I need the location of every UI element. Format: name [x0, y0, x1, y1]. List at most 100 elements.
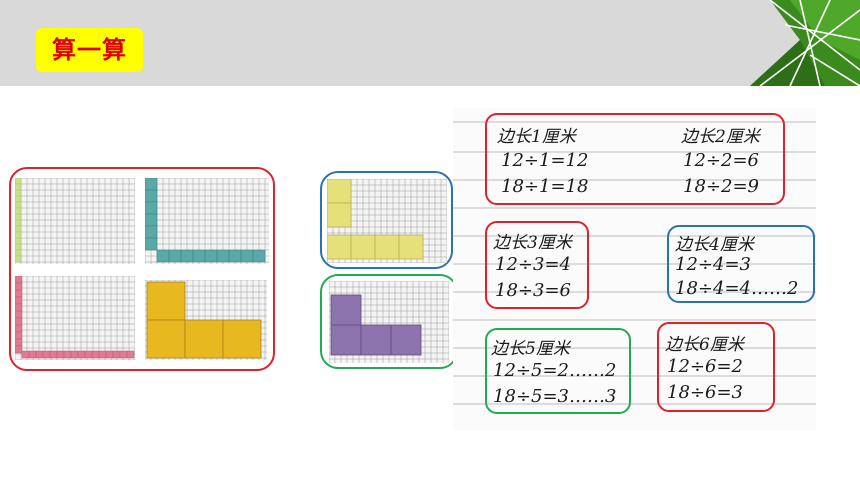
- green-unit-square: [15, 243, 22, 251]
- pink-square: [15, 345, 23, 354]
- pink-square: [126, 350, 135, 359]
- yellow-square: [350, 234, 376, 260]
- green-unit-square: [15, 237, 22, 245]
- pink-square: [91, 350, 100, 359]
- note-line-side-5-a: 12÷5=2……2: [493, 360, 617, 381]
- page-title: 算一算: [36, 28, 143, 72]
- pink-square: [15, 282, 23, 291]
- note-line-side-2-a: 12÷2=6: [683, 150, 759, 171]
- green-unit-square: [15, 189, 22, 197]
- note-line-side-3-b: 18÷3=6: [495, 280, 571, 301]
- pink-square: [49, 350, 58, 359]
- yellow-square: [327, 234, 352, 260]
- note-line-side-4-b: 18÷4=4……2: [675, 278, 799, 299]
- pink-square: [15, 324, 23, 333]
- grid-photo-gold-l-shape: [145, 280, 267, 360]
- teal-square: [145, 201, 158, 215]
- pink-square: [63, 350, 72, 359]
- note-line-side-6-b: 18÷6=3: [667, 382, 743, 403]
- note-line-side-2-b: 18÷2=9: [683, 176, 759, 197]
- grid-paper-graphic: [329, 281, 449, 363]
- pink-square: [15, 331, 23, 340]
- green-unit-square: [15, 183, 22, 191]
- header-bar: [0, 0, 860, 86]
- purple-square: [330, 294, 362, 326]
- teal-square: [145, 178, 158, 191]
- pink-square: [77, 350, 86, 359]
- notebook-lines: [453, 121, 816, 405]
- green-unit-square: [15, 178, 22, 185]
- green-unit-square: [15, 225, 22, 233]
- teal-square: [156, 249, 170, 263]
- gold-square: [184, 319, 224, 359]
- pink-square: [56, 350, 65, 359]
- note-box-side-5: [485, 328, 631, 414]
- note-line-side-4-a: 12÷4=3: [675, 254, 751, 275]
- grid-paper-graphic: [327, 179, 447, 263]
- teal-square: [204, 249, 218, 263]
- pink-square: [84, 350, 93, 359]
- green-unit-square: [15, 255, 22, 263]
- grid-photo-yellow-l-shape: [327, 179, 447, 263]
- note-heading-side-2: 边长2厘米: [681, 127, 760, 147]
- yellow-square: [327, 202, 352, 228]
- pink-square: [15, 338, 23, 347]
- teal-square: [228, 249, 242, 263]
- green-unit-square: [15, 195, 22, 203]
- note-line-side-1-b: 18÷1=18: [501, 176, 589, 197]
- pink-square: [15, 296, 23, 305]
- pink-square: [70, 350, 79, 359]
- yellow-square: [327, 179, 352, 204]
- note-line-side-1-a: 12÷1=12: [501, 150, 589, 171]
- grid-photo-pink-l-shape: [15, 276, 135, 360]
- yellow-square: [374, 234, 400, 260]
- note-line-side-6-a: 12÷6=2: [667, 356, 743, 377]
- note-box-side-1-and-2: [485, 113, 785, 205]
- note-heading-side-4: 边长4厘米: [675, 235, 754, 255]
- purple-square: [390, 324, 422, 356]
- purple-square: [330, 324, 362, 356]
- teal-square: [252, 249, 266, 263]
- pink-square: [105, 350, 114, 359]
- purple-square: [360, 324, 392, 356]
- note-heading-side-1: 边长1厘米: [497, 127, 576, 147]
- teal-square: [168, 249, 182, 263]
- decorative-corner-graphic: [730, 0, 860, 86]
- pink-square: [15, 276, 23, 284]
- pink-square: [42, 350, 51, 359]
- green-unit-square: [15, 219, 22, 227]
- grid-paper-graphic: [15, 276, 135, 360]
- note-heading-side-5: 边长5厘米: [491, 339, 570, 359]
- green-unit-square: [15, 213, 22, 221]
- pink-square: [15, 303, 23, 312]
- teal-square: [240, 249, 254, 263]
- pink-square: [35, 350, 44, 359]
- grid-photo-purple-l-shape: [329, 281, 449, 363]
- pink-square: [15, 289, 23, 298]
- pink-square: [28, 350, 37, 359]
- grid-paper-graphic: [15, 178, 135, 264]
- note-heading-side-6: 边长6厘米: [665, 335, 744, 355]
- yellow-square: [398, 234, 424, 260]
- note-line-side-3-a: 12÷3=4: [495, 254, 571, 275]
- note-heading-side-3: 边长3厘米: [493, 233, 572, 253]
- gold-square: [146, 281, 186, 321]
- note-box-side-6: [657, 322, 775, 412]
- pink-square: [21, 350, 30, 359]
- teal-square: [180, 249, 194, 263]
- pink-square: [112, 350, 121, 359]
- pink-square: [119, 350, 128, 359]
- gold-square: [222, 319, 262, 359]
- pink-square: [15, 317, 23, 326]
- blue-photo-frame: [320, 171, 453, 269]
- pink-square: [15, 310, 23, 319]
- green-unit-square: [15, 249, 22, 257]
- grid-photo-green-strip: [15, 178, 135, 264]
- grid-paper-graphic: [145, 280, 267, 360]
- paper-background: [145, 178, 269, 264]
- green-unit-square: [15, 201, 22, 209]
- teal-square: [216, 249, 230, 263]
- note-line-side-5-b: 18÷5=3……3: [493, 386, 617, 407]
- grid-photo-teal-l-shape: [145, 178, 269, 264]
- note-box-side-3: [485, 221, 589, 309]
